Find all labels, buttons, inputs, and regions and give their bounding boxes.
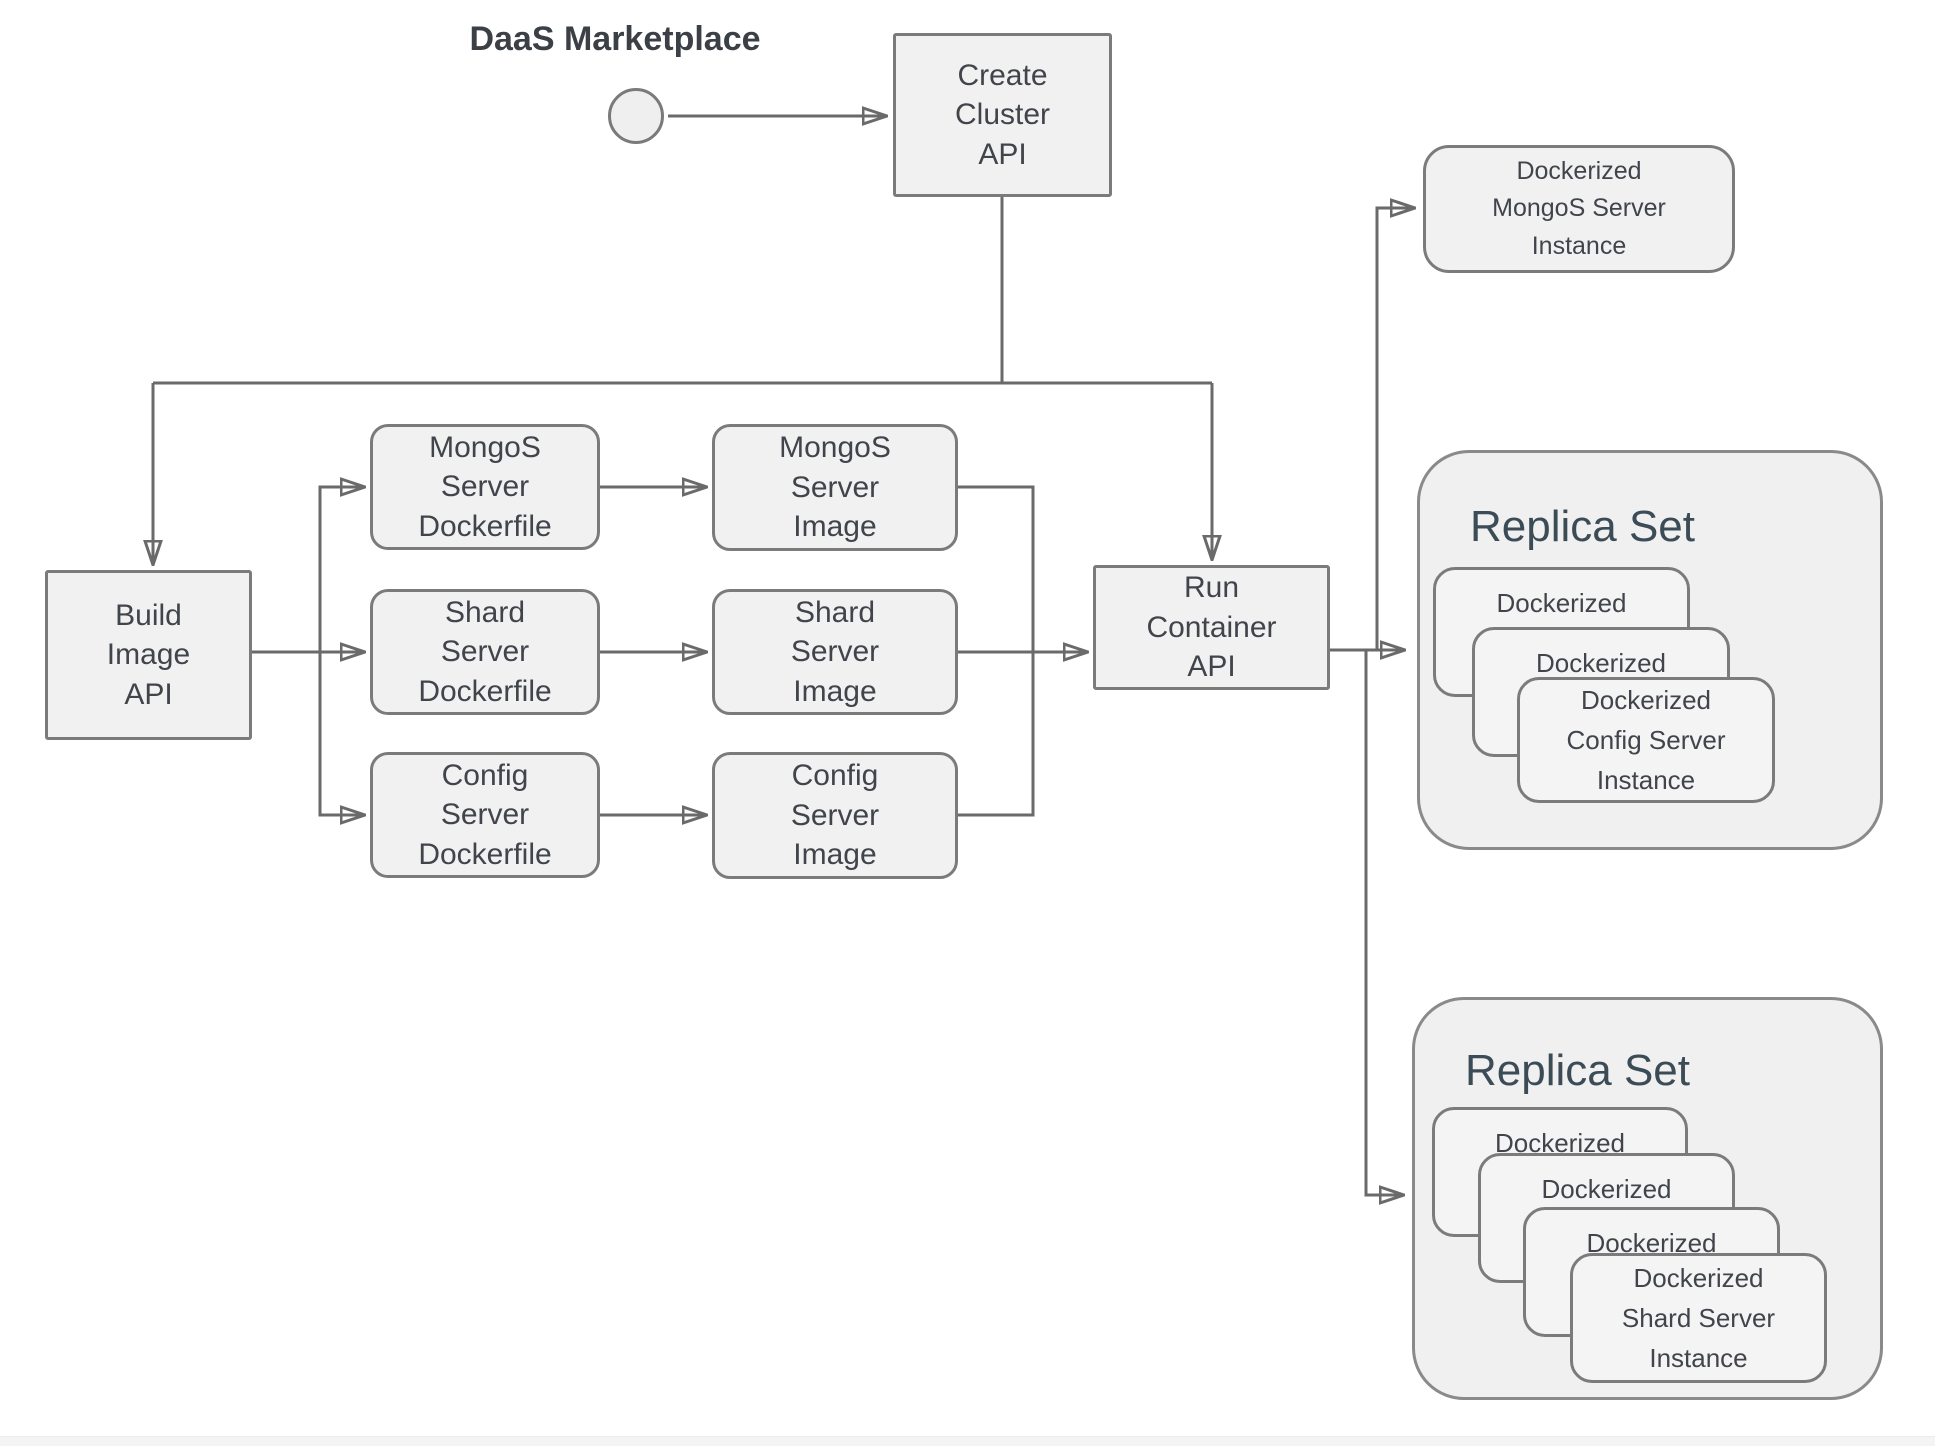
node-mongos-server-dockerfile: MongoS Server Dockerfile — [370, 424, 600, 550]
replica-set-shard-title: Replica Set — [1465, 1046, 1691, 1095]
replica-set-config-card-2-label: Dockerized — [1535, 648, 1667, 678]
replica-set-config-card-3-label: Dockerized Config Server Instance — [1566, 684, 1726, 796]
bottom-edge-strip — [0, 1436, 1935, 1446]
node-dockerized-mongos-server-instance-label: Dockerized MongoS Server Instance — [1492, 156, 1666, 260]
replica-set-config-card-3: Dockerized Config Server Instance — [1517, 677, 1775, 803]
edge-build-to-mongos-dockerfile — [318, 487, 364, 652]
node-create-cluster-api-label: Create Cluster API — [954, 58, 1051, 171]
node-build-image-api: Build Image API — [45, 570, 252, 740]
replica-set-shard-card-4: Dockerized Shard Server Instance — [1570, 1253, 1827, 1383]
node-shard-server-image-label: Shard Server Image — [790, 595, 880, 708]
edge-build-to-config-dockerfile — [318, 652, 364, 815]
node-mongos-server-image: MongoS Server Image — [712, 424, 958, 551]
node-config-server-dockerfile: Config Server Dockerfile — [370, 752, 600, 878]
replica-set-config-card-1-label: Dockerized — [1496, 588, 1627, 618]
node-config-server-image: Config Server Image — [712, 752, 958, 879]
start-node-circle — [608, 88, 664, 144]
node-mongos-server-image-label: MongoS Server Image — [779, 431, 891, 544]
node-build-image-api-label: Build Image API — [106, 598, 191, 711]
diagram-title: DaaS Marketplace — [469, 20, 761, 58]
node-shard-server-image: Shard Server Image — [712, 589, 958, 715]
edge-run-to-replica-set-shard — [1364, 650, 1403, 1195]
node-config-server-image-label: Config Server Image — [790, 759, 880, 872]
replica-set-shard-card-4-label: Dockerized Shard Server Instance — [1621, 1262, 1776, 1374]
node-dockerized-mongos-server-instance: Dockerized MongoS Server Instance — [1423, 145, 1735, 273]
node-create-cluster-api: Create Cluster API — [893, 33, 1112, 197]
edge-run-to-mongos-instance — [1375, 208, 1414, 650]
edge-mongos-image-merge — [958, 485, 1035, 652]
edge-config-image-merge — [958, 652, 1035, 817]
node-run-container-api: Run Container API — [1093, 565, 1330, 690]
node-run-container-api-label: Run Container API — [1146, 571, 1277, 684]
node-config-server-dockerfile-label: Config Server Dockerfile — [418, 758, 552, 871]
node-mongos-server-dockerfile-label: MongoS Server Dockerfile — [418, 430, 552, 543]
node-shard-server-dockerfile: Shard Server Dockerfile — [370, 589, 600, 715]
replica-set-config-title: Replica Set — [1470, 502, 1696, 551]
node-shard-server-dockerfile-label: Shard Server Dockerfile — [418, 595, 552, 708]
replica-set-shard-card-2-label: Dockerized — [1541, 1174, 1672, 1204]
